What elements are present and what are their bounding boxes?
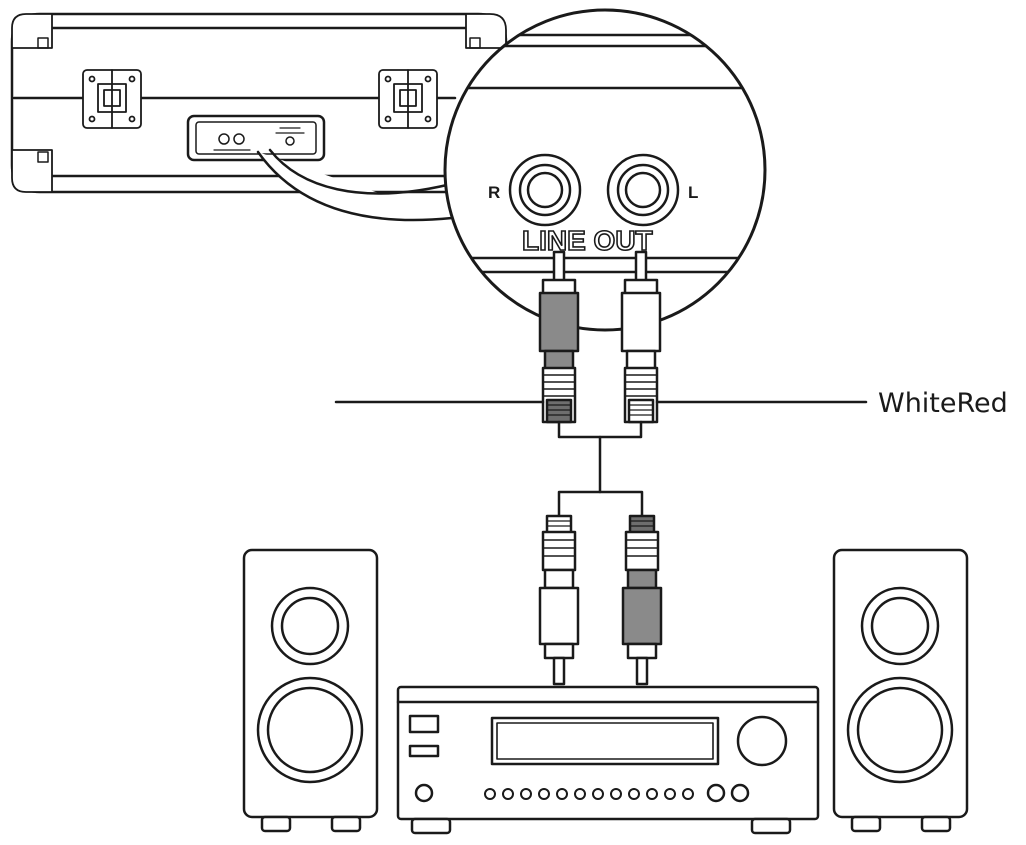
top-plug-gray bbox=[538, 250, 580, 424]
speaker-right bbox=[832, 548, 969, 833]
label-r: R bbox=[488, 183, 500, 202]
latch-left bbox=[82, 69, 142, 129]
zoom-callout bbox=[256, 8, 767, 332]
rear-panel-small bbox=[186, 114, 326, 162]
amp-buttons bbox=[484, 788, 694, 800]
latch-right bbox=[378, 69, 438, 129]
cable bbox=[557, 420, 644, 518]
turntable-case bbox=[10, 12, 508, 194]
callout-right: WhiteRed bbox=[878, 388, 1008, 419]
bottom-plug-gray bbox=[621, 514, 663, 686]
label-l: L bbox=[688, 183, 698, 202]
speaker-left bbox=[242, 548, 379, 833]
jack-r bbox=[508, 153, 582, 227]
top-plug-white bbox=[620, 250, 662, 424]
amplifier bbox=[396, 685, 820, 835]
bottom-plug-white bbox=[538, 514, 580, 686]
label-line-out: LINE OUT bbox=[522, 225, 653, 256]
jack-l bbox=[606, 153, 680, 227]
